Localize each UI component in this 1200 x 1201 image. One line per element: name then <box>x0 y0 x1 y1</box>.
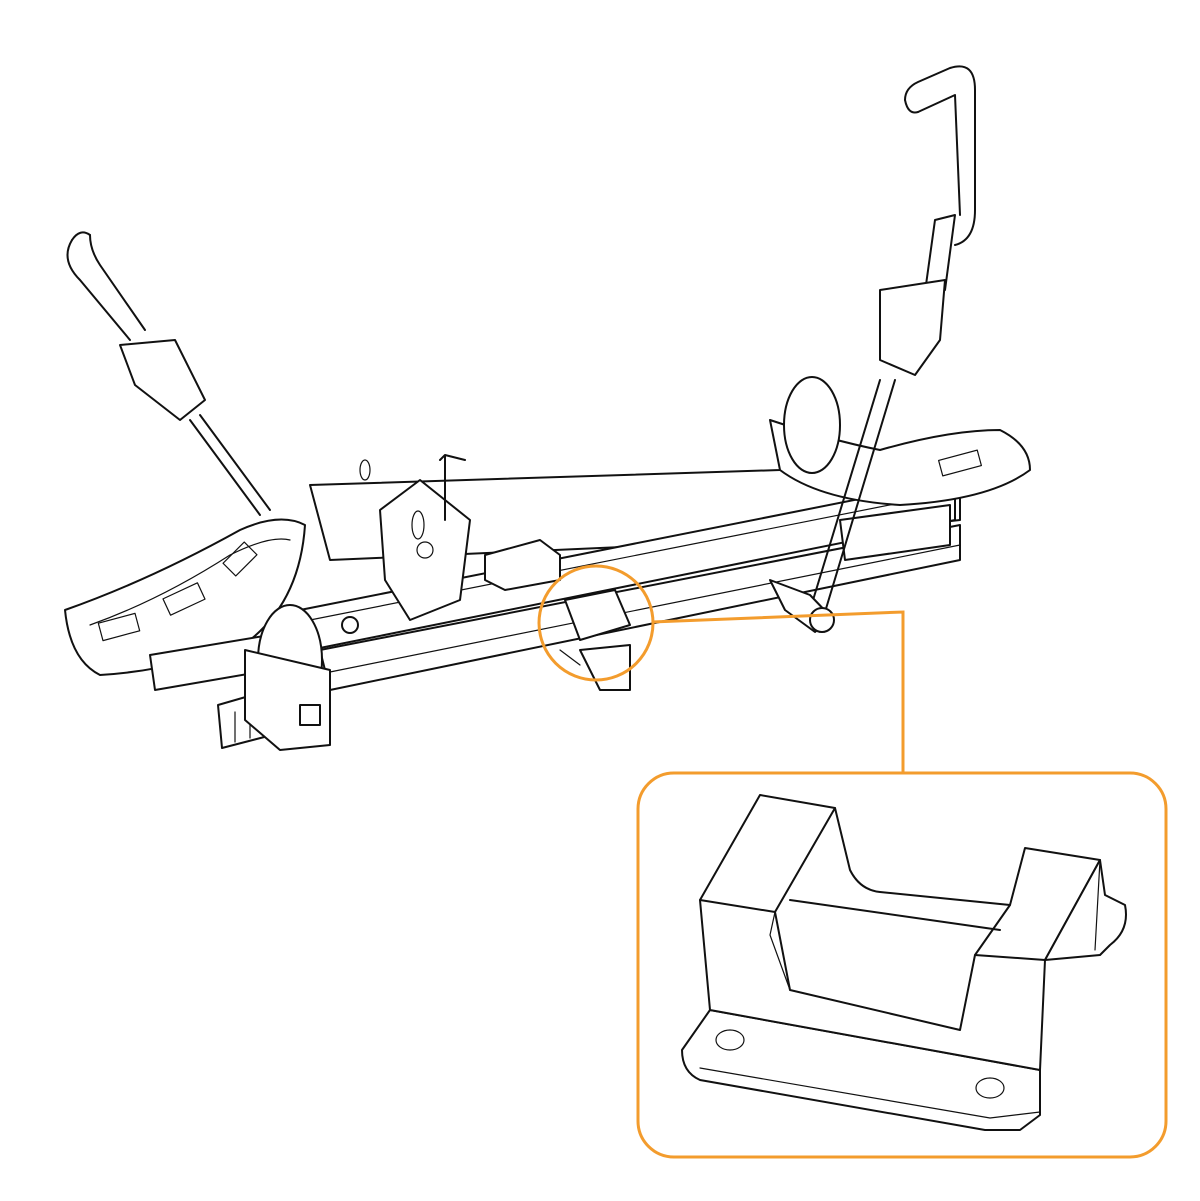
callout <box>537 564 1168 1159</box>
right-wheel-tray <box>769 376 1031 561</box>
detail-inset-frame <box>636 771 1168 1159</box>
callout-leader-line <box>651 610 905 773</box>
centre-hitch-plate <box>341 454 561 634</box>
bracket-detail <box>681 794 1127 1131</box>
left-wheel-hoop <box>244 604 331 751</box>
right-hook-arm <box>769 65 976 633</box>
small-bracket <box>559 589 631 691</box>
left-hook-arm <box>66 231 271 516</box>
